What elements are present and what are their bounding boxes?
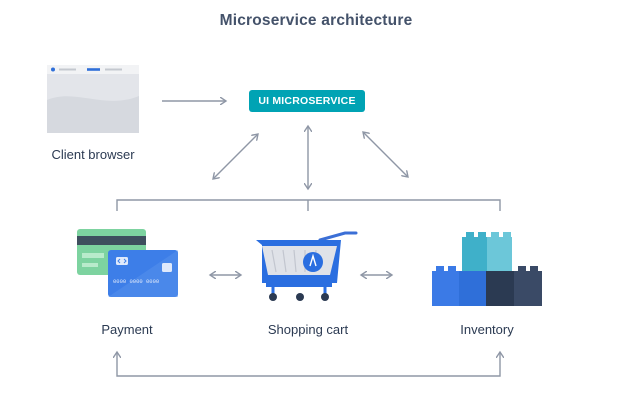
payment-label: Payment: [101, 322, 153, 337]
building-blocks-icon: [432, 232, 542, 306]
arrow-ui-left: [213, 134, 258, 179]
ui-microservice-node: UI MICROSERVICE: [249, 90, 365, 112]
shopping-cart-label: Shopping cart: [267, 322, 349, 337]
credit-cards-icon: 0000 0000 0000: [77, 229, 178, 297]
arrow-payment-inventory: [117, 352, 500, 377]
svg-text:0000 0000 0000: 0000 0000 0000: [113, 278, 159, 285]
client-browser-label: Client browser: [51, 147, 135, 162]
diagram-title: Microservice architecture: [219, 12, 413, 29]
service-bus-line: [116, 199, 501, 211]
inventory-label: Inventory: [460, 322, 514, 337]
arrow-ui-right: [363, 132, 408, 177]
browser-window-icon: [47, 65, 139, 133]
shopping-cart-icon: [256, 231, 358, 301]
